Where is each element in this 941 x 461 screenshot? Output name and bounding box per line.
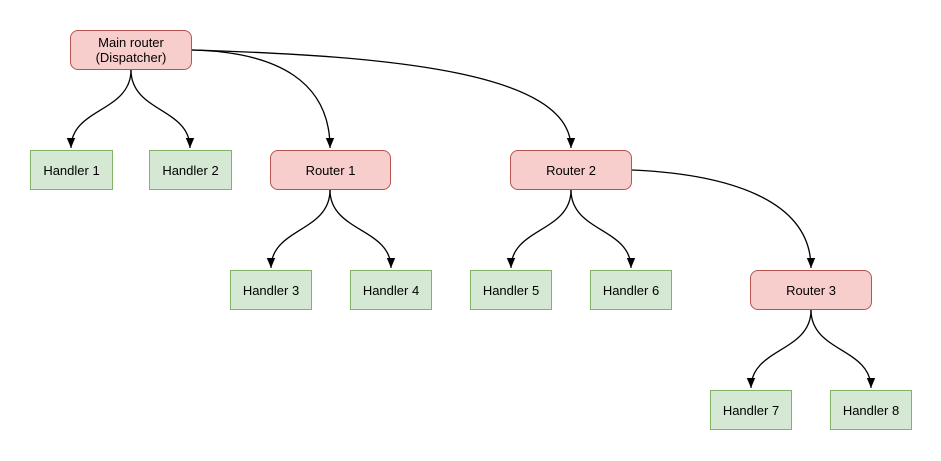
node-handler-8[interactable]: Handler 8: [830, 390, 912, 430]
node-router-2-label: Router 2: [546, 162, 596, 178]
node-router-2[interactable]: Router 2: [510, 150, 632, 190]
node-handler-2-label: Handler 2: [162, 162, 219, 178]
edge-router-1-to-handler-4: [329, 189, 396, 269]
node-router-3-label: Router 3: [786, 282, 836, 298]
node-main-router[interactable]: Main router (Dispatcher): [70, 30, 192, 70]
edge-main-router-to-router-1: [191, 49, 335, 149]
edge-router-3-to-handler-7: [746, 309, 812, 389]
edge-main-router-to-handler-2: [130, 69, 195, 149]
node-handler-8-label: Handler 8: [842, 402, 900, 418]
node-main-router-label: Main router (Dispatcher): [95, 35, 167, 65]
node-handler-6[interactable]: Handler 6: [590, 270, 672, 310]
node-handler-2[interactable]: Handler 2: [149, 150, 232, 190]
node-handler-3-label: Handler 3: [242, 282, 300, 298]
node-handler-1[interactable]: Handler 1: [30, 150, 113, 190]
node-handler-7[interactable]: Handler 7: [710, 390, 792, 430]
node-handler-5[interactable]: Handler 5: [470, 270, 552, 310]
edge-router-2-to-handler-6: [570, 189, 636, 269]
edge-router-2-to-handler-5: [506, 189, 572, 269]
node-router-3[interactable]: Router 3: [750, 270, 872, 310]
edge-router-2-to-router-3: [631, 169, 816, 269]
node-handler-1-label: Handler 1: [43, 162, 100, 178]
node-handler-7-label: Handler 7: [722, 402, 780, 418]
node-router-1[interactable]: Router 1: [270, 150, 391, 190]
node-router-1-label: Router 1: [305, 162, 356, 178]
edge-router-3-to-handler-8: [810, 309, 876, 389]
node-handler-4-label: Handler 4: [362, 282, 420, 298]
edge-main-router-to-router-2: [191, 49, 576, 149]
edge-router-1-to-handler-3: [266, 189, 331, 269]
node-handler-3[interactable]: Handler 3: [230, 270, 312, 310]
node-handler-6-label: Handler 6: [602, 282, 660, 298]
node-handler-5-label: Handler 5: [482, 282, 540, 298]
node-handler-4[interactable]: Handler 4: [350, 270, 432, 310]
edge-main-router-to-handler-1: [66, 69, 132, 149]
